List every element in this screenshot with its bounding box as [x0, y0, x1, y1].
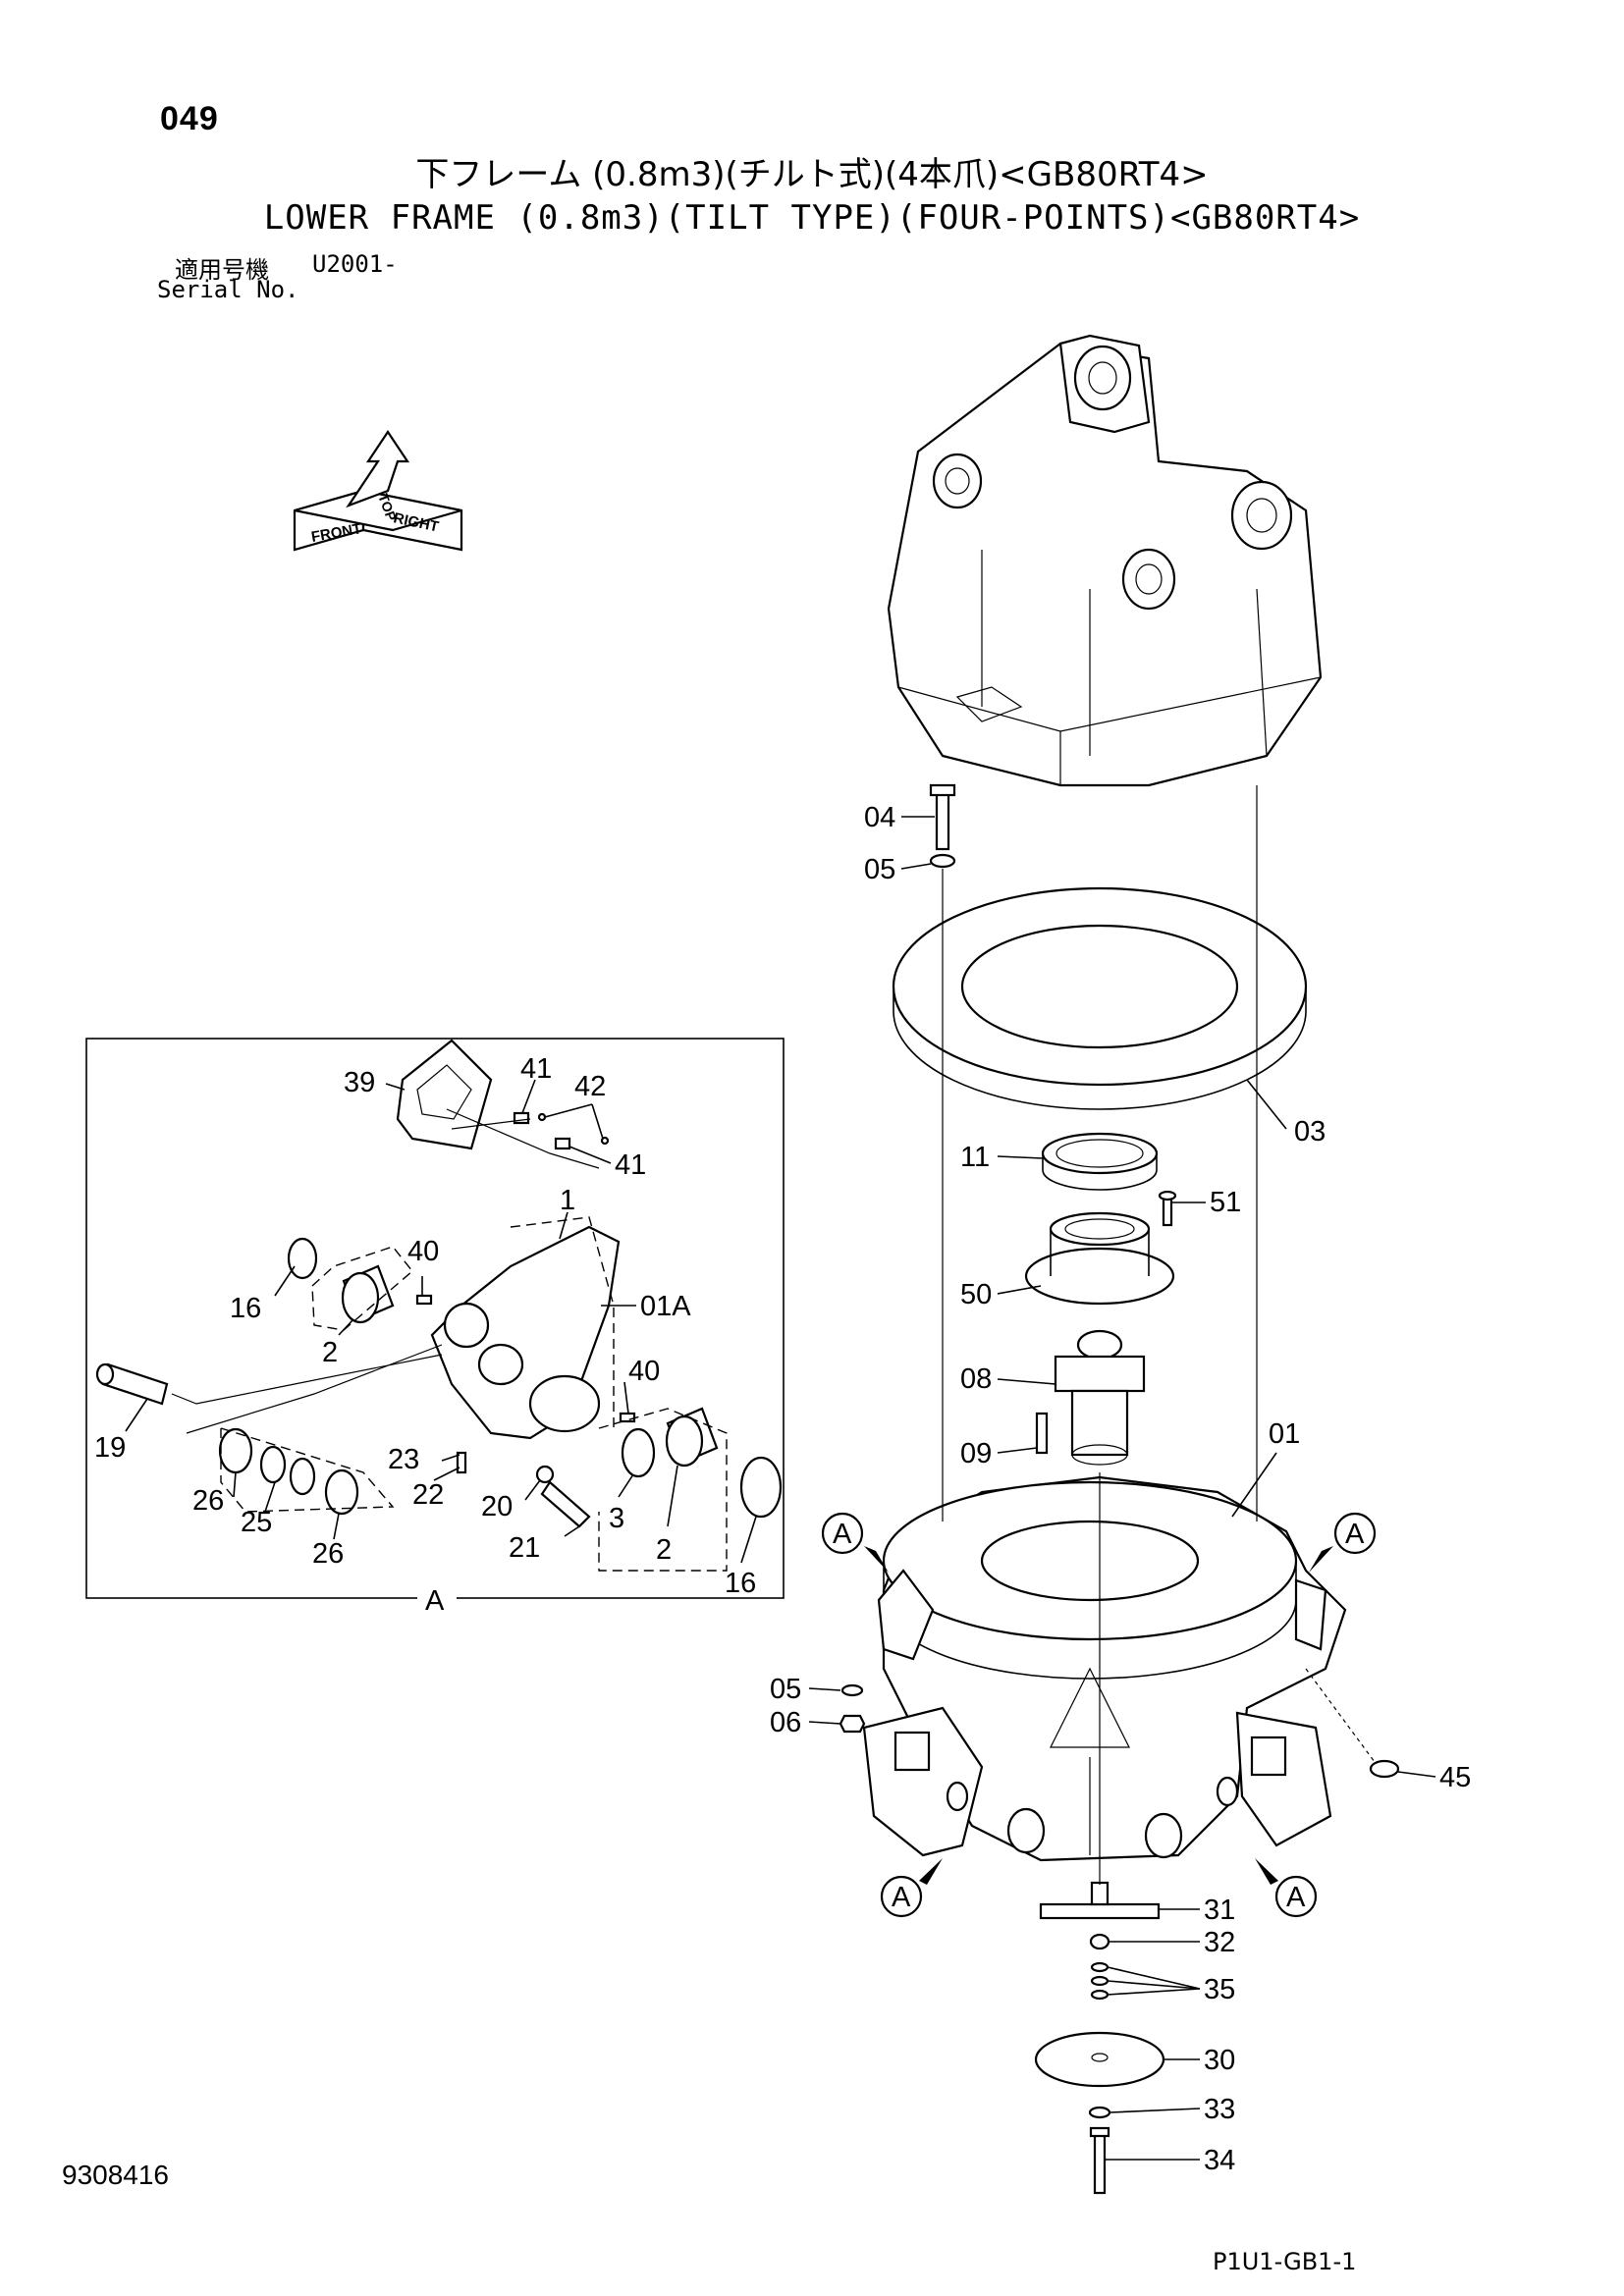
bolt-04 — [929, 783, 956, 851]
bolt-51 — [1158, 1190, 1177, 1227]
upper-frame-casting — [887, 334, 1323, 787]
callout-2-left: 2 — [322, 1337, 338, 1368]
nut-06 — [839, 1714, 866, 1734]
detail-caption: A — [425, 1585, 445, 1617]
detail-view-a: A — [85, 1038, 785, 1617]
callout-50: 50 — [960, 1279, 992, 1310]
callout-3: 3 — [609, 1503, 624, 1534]
view-marker-a-upper-right: A — [1309, 1512, 1377, 1573]
svg-text:A: A — [1345, 1519, 1365, 1550]
view-marker-a-lower-right: A — [1255, 1858, 1318, 1918]
callout-03: 03 — [1294, 1116, 1326, 1148]
slewing-ring-03 — [892, 886, 1308, 1110]
leaders-main — [808, 816, 1436, 2161]
orientation-cube: FRONT RIGHT TOP — [293, 430, 463, 552]
callout-22: 22 — [412, 1479, 444, 1511]
callout-01: 01 — [1269, 1418, 1300, 1450]
cover-50 — [1024, 1211, 1175, 1306]
seal-11 — [1041, 1132, 1159, 1191]
callout-40-top: 40 — [407, 1236, 439, 1267]
callout-01A: 01A — [640, 1291, 691, 1322]
callout-19: 19 — [94, 1432, 126, 1464]
title-english: LOWER FRAME (0.8m3)(TILT TYPE)(FOUR-POIN… — [263, 198, 1361, 238]
plug-45 — [1369, 1759, 1400, 1779]
shaft-31 — [1090, 1881, 1110, 1906]
document-number: 9308416 — [62, 2160, 170, 2190]
bushing-32 — [1089, 1933, 1110, 1950]
title-japanese: 下フレーム (0.8m3)(チルト式)(4本爪)<GB80RT4> — [415, 155, 1209, 194]
callout-30: 30 — [1204, 2045, 1235, 2076]
callout-26-left: 26 — [192, 1485, 224, 1517]
callout-2-right: 2 — [656, 1534, 672, 1566]
callout-25: 25 — [241, 1507, 272, 1538]
washer-05-lower — [840, 1683, 864, 1697]
callout-39: 39 — [344, 1067, 375, 1098]
lower-frame-01 — [862, 1475, 1347, 1862]
swivel-joint-08 — [1054, 1329, 1146, 1466]
svg-text:A: A — [833, 1519, 852, 1550]
callout-42: 42 — [574, 1071, 606, 1102]
callout-16-right: 16 — [725, 1568, 756, 1599]
callout-31: 31 — [1204, 1895, 1235, 1926]
callout-41-bottom: 41 — [615, 1149, 646, 1181]
view-marker-a-lower-left: A — [880, 1858, 943, 1918]
callout-41-top: 41 — [520, 1053, 552, 1085]
callout-09: 09 — [960, 1438, 992, 1469]
page-code: P1U1-GB1-1 — [1213, 2248, 1357, 2275]
shims-35 — [1090, 1961, 1110, 2001]
callout-1: 1 — [560, 1185, 575, 1216]
callout-04: 04 — [864, 802, 895, 833]
callout-40-right: 40 — [628, 1356, 660, 1387]
washer-33 — [1088, 2106, 1111, 2119]
callout-45: 45 — [1439, 1762, 1471, 1793]
callout-05-lower: 05 — [770, 1674, 801, 1705]
serial-value: U2001- — [312, 250, 398, 278]
callout-11: 11 — [960, 1142, 990, 1173]
callout-23: 23 — [388, 1444, 419, 1475]
bolt-09 — [1035, 1412, 1049, 1455]
washer-05 — [929, 853, 956, 869]
callout-08: 08 — [960, 1363, 992, 1395]
serial-label-english: Serial No. — [157, 276, 299, 303]
callout-21: 21 — [509, 1532, 540, 1564]
callout-32: 32 — [1204, 1927, 1235, 1958]
callout-51: 51 — [1210, 1187, 1241, 1218]
callout-26-right: 26 — [312, 1538, 344, 1570]
callout-34: 34 — [1204, 2145, 1235, 2176]
cover-30 — [1034, 2031, 1165, 2088]
callout-33: 33 — [1204, 2094, 1235, 2125]
svg-text:A: A — [1286, 1882, 1306, 1913]
serial-label-japanese: 適用号機 — [175, 256, 269, 284]
bolt-34 — [1089, 2126, 1110, 2195]
callout-20: 20 — [481, 1491, 513, 1522]
view-marker-a-upper-left: A — [821, 1512, 889, 1573]
page-number: 049 — [160, 100, 219, 137]
callout-35: 35 — [1204, 1974, 1235, 2005]
svg-text:A: A — [892, 1882, 911, 1913]
callout-06: 06 — [770, 1707, 801, 1738]
callout-16-left: 16 — [230, 1293, 261, 1324]
plate-31 — [1039, 1902, 1161, 1920]
callout-05: 05 — [864, 854, 895, 885]
